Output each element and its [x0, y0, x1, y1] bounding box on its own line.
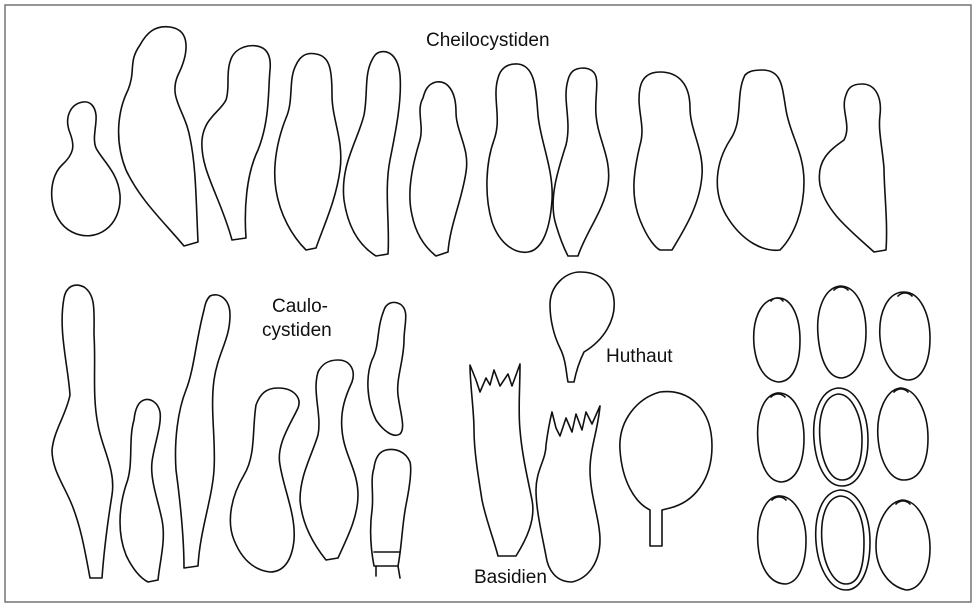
label-huthaut: Huthaut: [606, 346, 673, 367]
label-basidien: Basidien: [474, 567, 547, 588]
label-caulocystiden-line1: Caulo-: [272, 296, 328, 317]
label-caulocystiden-line2: cystiden: [262, 320, 332, 341]
label-cheilocystiden: Cheilocystiden: [426, 30, 550, 51]
plate-border: [5, 5, 971, 602]
